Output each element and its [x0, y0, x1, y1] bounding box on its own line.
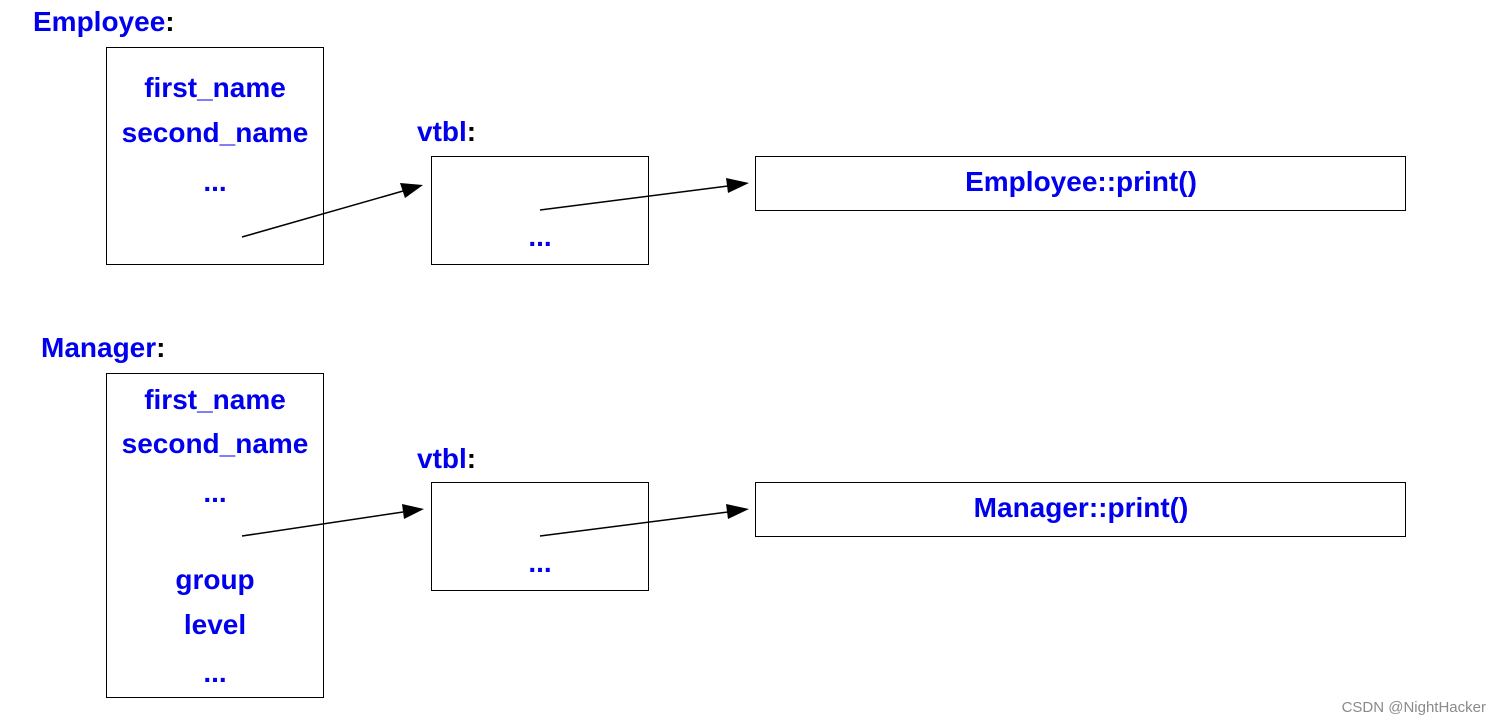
manager-object-box: first_name second_name ... group level .… — [106, 373, 324, 698]
manager-vtbl-box: ... — [431, 482, 649, 591]
employee-field-second-name: second_name — [121, 117, 309, 148]
watermark: CSDN @NightHacker — [1341, 699, 1486, 716]
manager-field-group: group — [175, 564, 255, 595]
manager-print-box: Manager::print() — [755, 482, 1406, 537]
manager-vtbl-entry: ... — [528, 547, 552, 578]
employee-vtbl-entry: ... — [528, 221, 552, 252]
manager-field-ellipsis: ... — [203, 477, 227, 508]
manager-field-level: level — [183, 609, 247, 640]
employee-vptr-arrow — [241, 183, 423, 238]
employee-vtbl-to-print-arrow — [539, 178, 749, 211]
manager-field-first-name: first_name — [144, 384, 286, 415]
manager-print-function: Manager::print() — [973, 492, 1189, 523]
employee-title-colon: : — [165, 6, 175, 37]
manager-title-colon: : — [156, 332, 166, 363]
manager-vtbl-label-text: vtbl — [417, 443, 467, 474]
manager-title: Manager: — [41, 334, 165, 362]
employee-vtbl-box: ... — [431, 156, 649, 265]
manager-vtbl-label: vtbl: — [417, 445, 476, 473]
manager-title-text: Manager — [41, 332, 157, 363]
manager-vtbl-to-print-arrow — [539, 504, 749, 537]
manager-field-second-name: second_name — [121, 428, 309, 459]
employee-print-function: Employee::print() — [965, 166, 1197, 197]
employee-field-ellipsis: ... — [203, 166, 227, 197]
employee-title: Employee: — [33, 8, 175, 36]
employee-title-text: Employee — [33, 6, 166, 37]
employee-vtbl-label: vtbl: — [417, 118, 476, 146]
manager-field-ellipsis-2: ... — [203, 657, 227, 688]
employee-vtbl-label-text: vtbl — [417, 116, 467, 147]
employee-vtbl-colon: : — [466, 116, 477, 147]
employee-field-first-name: first_name — [144, 72, 286, 103]
manager-vptr-arrow — [241, 504, 424, 537]
manager-vtbl-colon: : — [466, 443, 477, 474]
employee-print-box: Employee::print() — [755, 156, 1406, 211]
employee-object-box: first_name second_name ... — [106, 47, 324, 265]
